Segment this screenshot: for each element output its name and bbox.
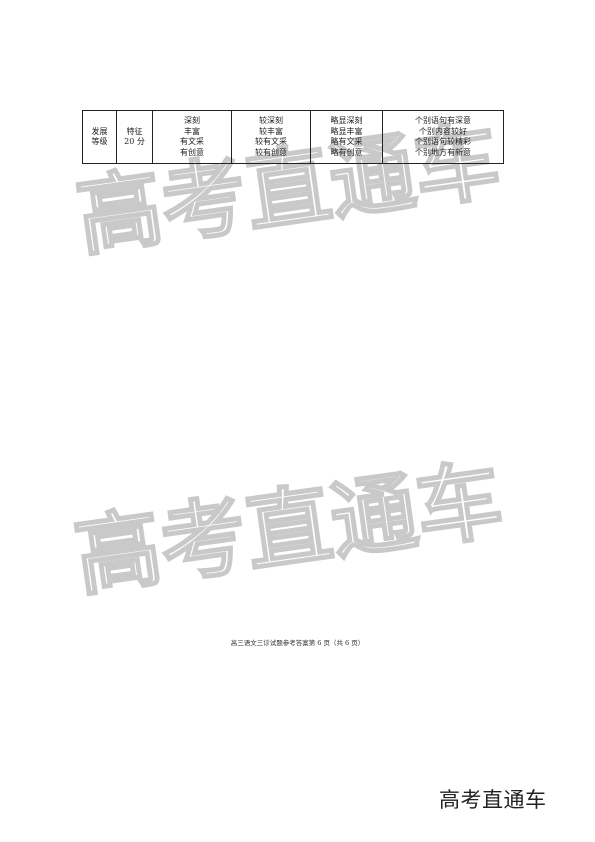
level-2-line: 较有文采: [255, 137, 287, 146]
level-4-line: 个别语句较精彩: [415, 137, 471, 146]
grading-table: 发展 等级 特征 20 分 深刻 丰富 有文采 有创意 较深刻 较丰富 较有文采…: [82, 110, 504, 164]
level-1-cell: 深刻 丰富 有文采 有创意: [152, 110, 232, 164]
level-3-cell: 略显深刻 略显丰富 略有文采 略有创意: [310, 110, 383, 164]
table-row: 发展 等级 特征 20 分 深刻 丰富 有文采 有创意 较深刻 较丰富 较有文采…: [82, 110, 504, 164]
brand-logo-text: 高考直通车: [439, 788, 547, 812]
level-1-line: 有文采: [180, 137, 204, 146]
level-2-line: 较丰富: [259, 126, 283, 136]
level-4-cell: 个别语句有深意 个别内容较好 个别语句较精彩 个别地方有新意: [382, 110, 504, 164]
level-2-line: 较深刻: [259, 116, 283, 125]
level-4-line: 个别内容较好: [419, 126, 467, 136]
criterion-cell: 特征 20 分: [116, 110, 153, 164]
level-2-line: 较有创意: [255, 147, 287, 157]
row-label-cell: 发展 等级: [82, 110, 117, 164]
level-1-line: 深刻: [184, 116, 200, 125]
criterion-line: 特征: [126, 126, 143, 136]
level-3-line: 略显深刻: [330, 116, 363, 125]
criterion-line: 20 分: [124, 137, 145, 146]
page-footer: 高三语文三诊试题参考答案第 6 页（共 6 页）: [230, 639, 365, 647]
row-label-line: 等级: [91, 137, 108, 146]
row-label-line: 发展: [91, 126, 108, 136]
level-2-cell: 较深刻 较丰富 较有文采 较有创意: [231, 110, 311, 164]
level-1-line: 有创意: [180, 147, 204, 157]
level-3-line: 略有创意: [330, 147, 363, 157]
level-4-line: 个别语句有深意: [415, 116, 471, 125]
level-3-line: 略显丰富: [330, 126, 363, 136]
level-3-line: 略有文采: [330, 137, 363, 146]
level-4-line: 个别地方有新意: [415, 147, 471, 157]
level-1-line: 丰富: [184, 126, 200, 136]
watermark-text: 高考直通车: [69, 450, 509, 609]
